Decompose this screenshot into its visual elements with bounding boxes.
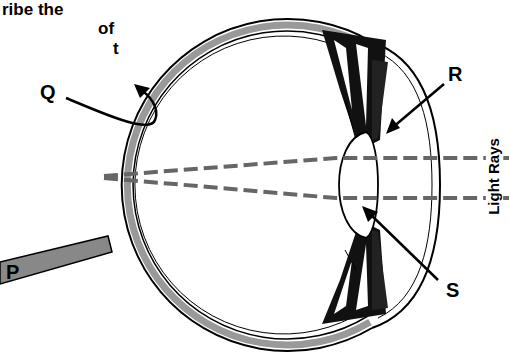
question-fragment: of [98,20,114,37]
question-fragment: ribe the [2,1,63,18]
leader-line [66,84,444,280]
callout-letter: S [446,280,459,300]
callout-letter: P [6,262,19,282]
callout-letter: Q [40,82,56,102]
iris [372,60,388,310]
optic-nerve [0,236,112,284]
question-fragment: t [113,40,119,57]
lens [339,132,378,238]
cornea-inner [378,52,432,318]
callout-letter: R [448,64,462,84]
arrowhead [134,84,400,222]
cornea [372,42,440,328]
light-ray [104,158,509,198]
axis-label: Light Rays [486,136,501,217]
